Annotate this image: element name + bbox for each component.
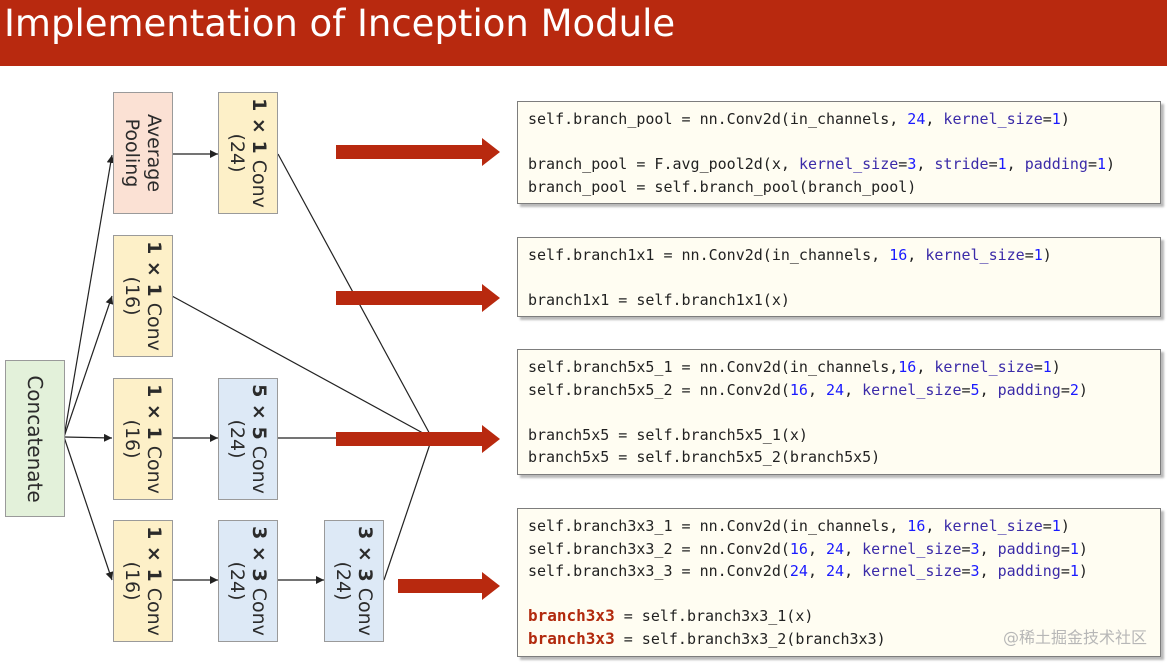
highlighted-var: branch3x3	[528, 606, 615, 625]
edge-concat-conv1c	[63, 436, 114, 581]
conv1x1-b-label-2: (16)	[121, 419, 143, 459]
conv1x1-pool-label-2: (24)	[226, 133, 248, 173]
conv3x3-a-label-2: (24)	[226, 561, 248, 601]
code-line: self.branch1x1 = nn.Conv2d(in_channels, …	[528, 246, 1052, 264]
conv1x1-a-label-2: (16)	[121, 276, 143, 316]
code-line: self.branch3x3_3 = nn.Conv2d(24, 24, ker…	[528, 562, 1088, 580]
page-title: Implementation of Inception Module	[4, 2, 676, 45]
avgpool-label-1: Average	[143, 113, 165, 193]
edge-concat-conv1b	[63, 433, 113, 442]
red-arrow-1x1	[336, 284, 500, 312]
conv1x1-c-label-1: 1 × 1 Conv	[143, 526, 165, 636]
conv5x5-label-2: (24)	[226, 419, 248, 459]
title-bar: Implementation of Inception Module	[0, 0, 1167, 66]
concatenate-block: Concatenate	[5, 360, 65, 517]
conv1x1-c-label-2: (16)	[121, 561, 143, 601]
conv3x3-b-label-1: 3 × 3 Conv	[354, 526, 376, 636]
code-line: branch_pool = F.avg_pool2d(x, kernel_siz…	[528, 155, 1116, 173]
edge-concat-avgpool	[63, 154, 115, 438]
code-line: branch_pool = self.branch_pool(branch_po…	[528, 177, 917, 196]
conv1x1-branch1-block: 1 × 1 Conv(16)	[113, 235, 173, 357]
conv5x5-block: 5 × 5 Conv(24)	[218, 378, 278, 500]
conv3x3-first-block: 3 × 3 Conv(24)	[218, 520, 278, 642]
conv1x1-b-label-1: 1 × 1 Conv	[143, 384, 165, 494]
watermark: @稀土掘金技术社区	[1002, 628, 1147, 647]
code-line: branch3x3 = self.branch3x3_1(x)	[528, 606, 814, 625]
code-box-1x1: self.branch1x1 = nn.Conv2d(in_channels, …	[517, 237, 1161, 317]
conv1x1-branch3-block: 1 × 1 Conv(16)	[113, 520, 173, 642]
code-box-pool: self.branch_pool = nn.Conv2d(in_channels…	[517, 101, 1161, 204]
edge-conv3b-merge	[383, 437, 433, 581]
code-line: branch3x3 = self.branch3x3_2(branch3x3)	[528, 628, 886, 648]
edge-conv1a-merge	[171, 295, 433, 439]
avgpool-label-2: Pooling	[121, 118, 143, 188]
highlighted-var: branch3x3	[528, 628, 615, 648]
conv1x1-pool-block: 1 × 1 Conv(24)	[218, 92, 278, 214]
conv1x1-pool-label-1: 1 × 1 Conv	[248, 98, 270, 208]
code-line: self.branch3x3_1 = nn.Conv2d(in_channels…	[528, 517, 1070, 535]
code-line: self.branch5x5_1 = nn.Conv2d(in_channels…	[528, 358, 1061, 376]
code-box-3x3: self.branch3x3_1 = nn.Conv2d(in_channels…	[517, 508, 1161, 657]
concatenate-label: Concatenate	[23, 374, 47, 503]
conv3x3-b-label-2: (24)	[332, 561, 354, 601]
code-line: branch1x1 = self.branch1x1(x)	[528, 291, 790, 309]
code-line: self.branch_pool = nn.Conv2d(in_channels…	[528, 110, 1070, 128]
red-arrow-3x3	[398, 572, 500, 600]
code-line: branch5x5 = self.branch5x5_1(x)	[528, 425, 808, 444]
code-line: branch5x5 = self.branch5x5_2(branch5x5)	[528, 448, 881, 466]
edge-concat-conv1a	[63, 295, 114, 438]
conv3x3-second-block: 3 × 3 Conv(24)	[324, 520, 384, 642]
red-arrow-pool	[336, 138, 500, 166]
code-line: self.branch5x5_2 = nn.Conv2d(16, 24, ker…	[528, 380, 1088, 399]
conv3x3-a-label-1: 3 × 3 Conv	[248, 526, 270, 636]
red-arrow-5x5	[336, 425, 500, 453]
code-box-5x5: self.branch5x5_1 = nn.Conv2d(in_channels…	[517, 349, 1161, 475]
conv1x1-branch5-block: 1 × 1 Conv(16)	[113, 378, 173, 500]
code-line: self.branch3x3_2 = nn.Conv2d(16, 24, ker…	[528, 539, 1088, 558]
conv1x1-a-label-1: 1 × 1 Conv	[143, 241, 165, 351]
conv5x5-label-1: 5 × 5 Conv	[248, 384, 270, 494]
